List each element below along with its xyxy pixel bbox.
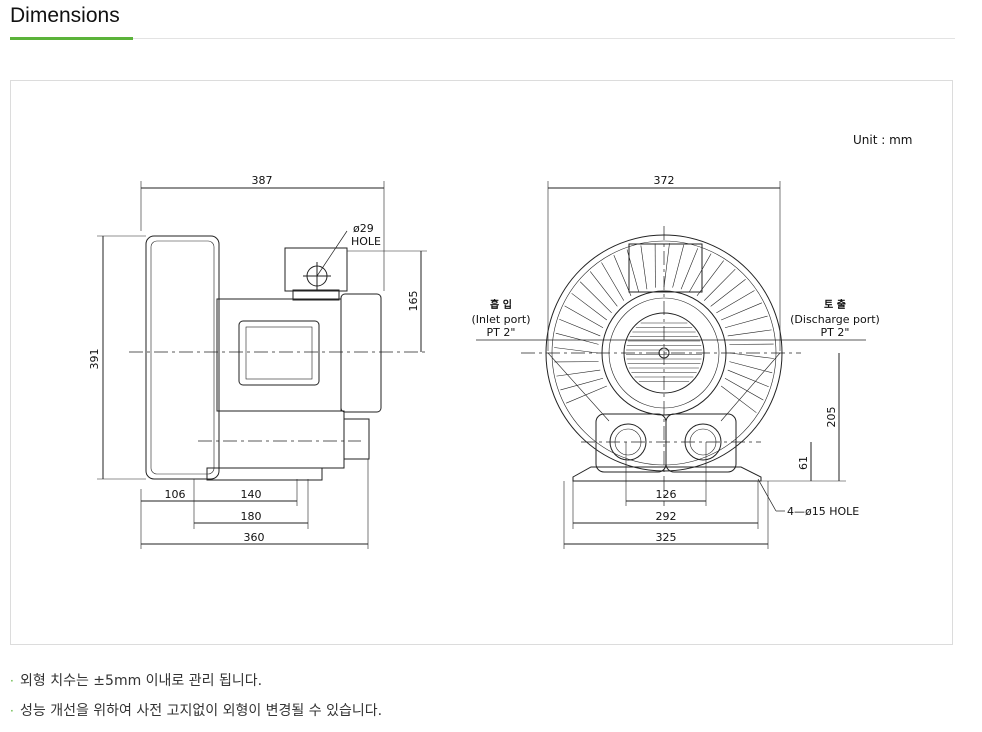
housing-fin [566,386,607,403]
title-accent-bar [10,37,133,40]
discharge-english: (Discharge port) [790,313,880,326]
housing-fin [689,254,711,292]
bullet-icon: · [10,702,14,720]
inlet-english: (Inlet port) [472,313,531,326]
note-item: · 성능 개선을 위하여 사전 고지없이 외형이 변경될 수 있습니다. [10,702,382,732]
mount-hole-label: 4—ø15 HOLE [787,505,859,518]
housing-fin [580,282,611,313]
housing-fin [641,245,647,289]
dim-360: 360 [244,531,265,544]
dim-106: 106 [165,488,186,501]
housing-fin [704,269,735,300]
section-title: Dimensions [10,4,120,28]
housing-fin [725,378,763,400]
note-item: · 외형 치수는 ±5mm 이내로 관리 됩니다. [10,672,382,702]
housing-fin [673,245,684,288]
housing-fin [590,271,617,306]
housing-fin [554,348,598,353]
front-view: 372 205 61 흡 입 (Inlet port) PT 2" 토 출 (D… [472,174,880,549]
housing-fin [556,370,600,376]
discharge-size: PT 2" [821,326,850,339]
hole-label: HOLE [351,235,381,248]
bullet-icon: · [10,672,14,690]
housing-fin [697,261,724,296]
terminal-box [285,248,347,291]
dim-165: 165 [407,291,420,312]
dimension-drawing-panel: Unit : mm 387 [10,80,953,645]
housing-fin [559,319,600,336]
housing-fin [711,279,746,306]
title-divider [10,38,955,39]
note-text: 외형 치수는 ±5mm 이내로 관리 됩니다. [20,673,262,689]
unit-label: Unit : mm [853,133,912,147]
housing-fin [725,316,768,328]
notes-list: · 외형 치수는 ±5mm 이내로 관리 됩니다. · 성능 개선을 위하여 사전 … [10,672,382,732]
housing-fin [681,248,698,289]
inlet-flange [596,414,666,472]
front-terminal-box [629,244,702,292]
dim-126: 126 [656,488,677,501]
housing-fin [721,303,762,320]
side-view: 387 391 165 ø29 HOLE 106 140 180 [88,174,427,549]
housing-fin [565,306,603,328]
housing-fin [716,290,754,312]
inlet-size: PT 2" [487,326,516,339]
housing-fin [560,378,603,390]
dim-61: 61 [797,456,810,470]
discharge-flange [666,414,736,472]
housing-fin [728,370,769,387]
note-text: 성능 개선을 위하여 사전 고지없이 외형이 변경될 수 있습니다. [20,703,382,719]
housing-fin [730,353,774,358]
side-casing [146,236,219,479]
side-motor-body [217,299,341,411]
inlet-korean: 흡 입 [490,298,512,311]
housing-fin [729,362,772,373]
dim-292: 292 [656,510,677,523]
dimension-drawing: Unit : mm 387 [11,81,954,646]
dim-205: 205 [825,407,838,428]
dim-372: 372 [654,174,675,187]
housing-fin [556,333,599,344]
housing-fin [728,330,772,336]
housing-fin [664,243,669,287]
hole-dia-label: ø29 [353,222,374,235]
dim-140: 140 [241,488,262,501]
mount-base [573,467,761,481]
dim-387: 387 [252,174,273,187]
dim-325: 325 [656,531,677,544]
side-port [239,321,319,385]
discharge-korean: 토 출 [824,298,846,311]
housing-fin [572,293,607,320]
dim-391: 391 [88,349,101,370]
housing-fin [614,255,631,296]
housing-fin [721,386,756,413]
housing-fin [601,262,623,300]
dim-180: 180 [241,510,262,523]
